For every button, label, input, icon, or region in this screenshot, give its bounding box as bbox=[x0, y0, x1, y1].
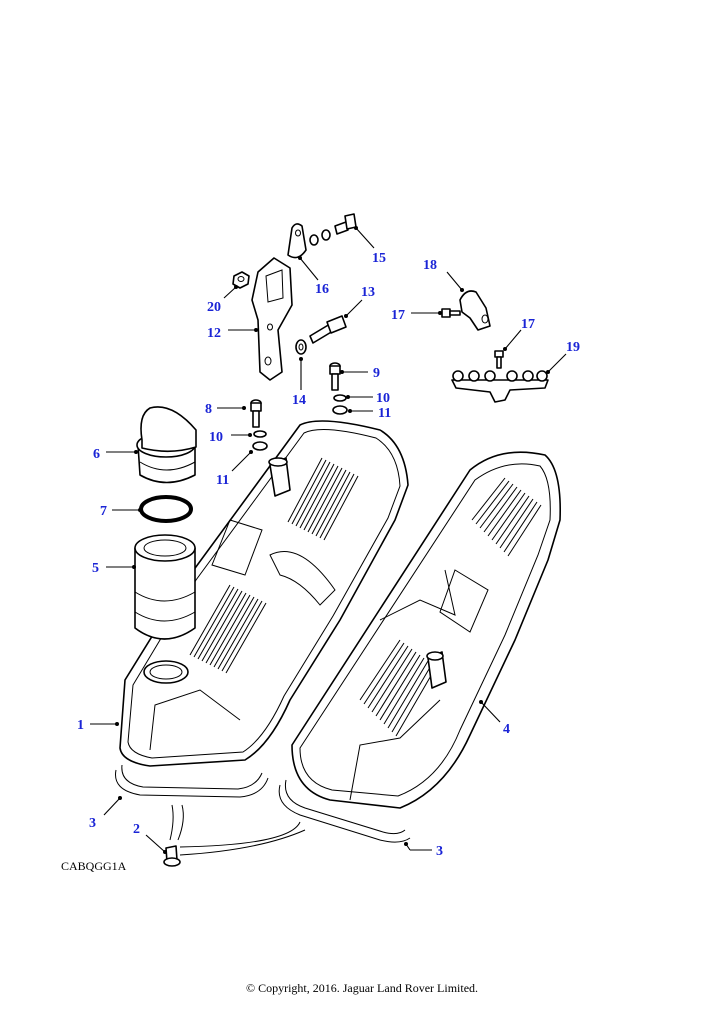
callout-8[interactable]: 8 bbox=[205, 402, 212, 417]
screw-17-right bbox=[494, 350, 504, 369]
callout-14[interactable]: 14 bbox=[292, 393, 306, 408]
callout-1[interactable]: 1 bbox=[77, 718, 84, 733]
screw-17-left bbox=[441, 308, 461, 318]
filler-cap bbox=[136, 406, 197, 484]
cover-ribs-right-upper bbox=[471, 477, 542, 557]
callout-20[interactable]: 20 bbox=[207, 300, 221, 315]
filler-neck bbox=[134, 534, 196, 640]
callout-labels: 1 2 3 3 4 5 6 7 8 9 10 10 11 11 12 13 14… bbox=[77, 251, 580, 859]
washer-14 bbox=[295, 339, 307, 355]
callout-7[interactable]: 7 bbox=[100, 504, 107, 519]
cover-ribs-right-lower bbox=[359, 639, 437, 737]
callout-9[interactable]: 9 bbox=[373, 366, 380, 381]
callout-5[interactable]: 5 bbox=[92, 561, 99, 576]
callout-11-left[interactable]: 11 bbox=[216, 473, 229, 488]
small-bracket bbox=[287, 223, 307, 259]
rocker-cover-right bbox=[291, 451, 562, 809]
callout-12[interactable]: 12 bbox=[207, 326, 221, 341]
gasket-left bbox=[115, 764, 269, 798]
callout-3-left[interactable]: 3 bbox=[89, 816, 96, 831]
callout-17-right[interactable]: 17 bbox=[521, 317, 535, 332]
callout-16[interactable]: 16 bbox=[315, 282, 329, 297]
bolt-9-stack bbox=[329, 362, 348, 415]
callout-18[interactable]: 18 bbox=[423, 258, 437, 273]
copyright-notice: © Copyright, 2016. Jaguar Land Rover Lim… bbox=[245, 981, 479, 995]
callout-2[interactable]: 2 bbox=[133, 822, 140, 837]
bolt-13 bbox=[309, 315, 347, 344]
rocker-cover-left bbox=[119, 420, 409, 767]
callout-10-right[interactable]: 10 bbox=[376, 391, 390, 406]
callout-15[interactable]: 15 bbox=[372, 251, 386, 266]
cover-stud bbox=[163, 804, 306, 867]
cover-ribs-left-upper bbox=[287, 457, 359, 541]
nut-20 bbox=[232, 271, 250, 289]
gasket-right bbox=[278, 779, 411, 843]
callout-10-left[interactable]: 10 bbox=[209, 430, 223, 445]
bolt-15 bbox=[309, 213, 357, 246]
callout-13[interactable]: 13 bbox=[361, 285, 375, 300]
lead-carrier-19 bbox=[451, 370, 549, 403]
cover-ribs-left-lower bbox=[189, 584, 267, 674]
figure-code: CABQGG1A bbox=[61, 859, 127, 873]
bolt-8-stack bbox=[250, 399, 268, 451]
o-ring bbox=[139, 495, 193, 523]
clip-18 bbox=[459, 290, 491, 331]
callout-17-left[interactable]: 17 bbox=[391, 308, 405, 323]
callout-4[interactable]: 4 bbox=[503, 722, 510, 737]
callout-19[interactable]: 19 bbox=[566, 340, 580, 355]
callout-11-right[interactable]: 11 bbox=[378, 406, 391, 421]
callout-3-right[interactable]: 3 bbox=[436, 844, 443, 859]
mounting-bracket bbox=[251, 257, 293, 381]
leader-lines bbox=[90, 226, 567, 854]
callout-6[interactable]: 6 bbox=[93, 447, 100, 462]
